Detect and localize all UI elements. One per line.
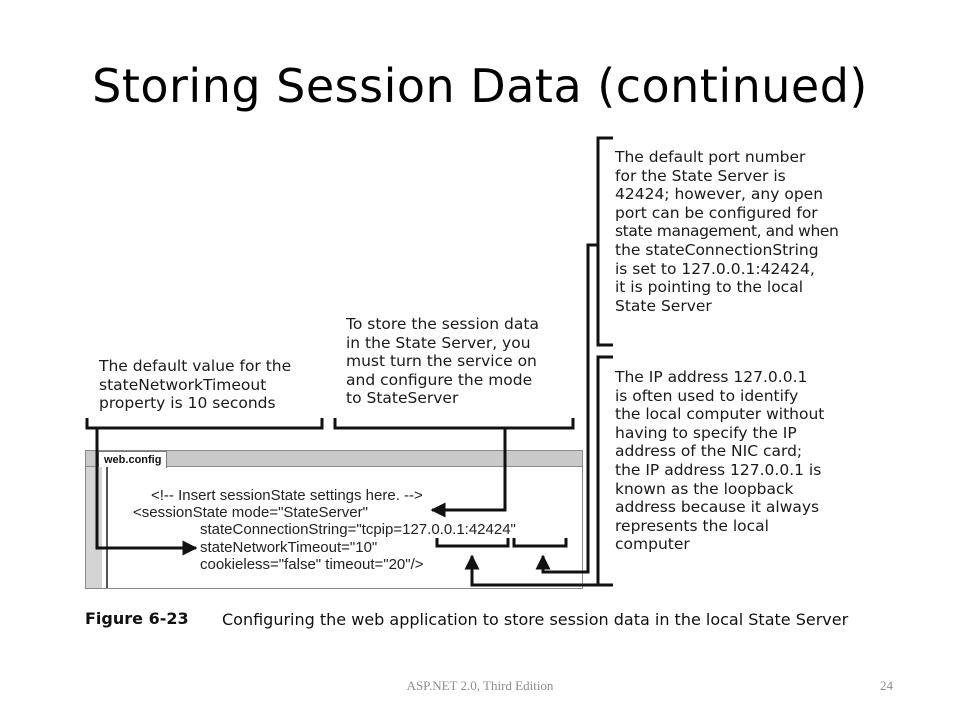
callout-line: in the State Server, you [346, 333, 531, 352]
callout-state-server-mode: To store the session data in the State S… [346, 315, 576, 408]
arrow-timeout [95, 428, 198, 556]
callout-network-timeout: The default value for the stateNetworkTi… [99, 357, 334, 413]
bracket-ip [596, 355, 613, 587]
callout-line: address of the NIC card; [615, 442, 803, 461]
callout-line: port can be configured for [615, 203, 818, 222]
code-editor-window: web.config [85, 450, 583, 589]
slide-footer: ASP.NET 2.0, Third Edition [406, 678, 554, 693]
figure-label: Figure 6-23 [85, 609, 189, 628]
callout-line: having to specify the IP [615, 423, 797, 442]
editor-tab-bar [86, 451, 582, 467]
callout-line: The IP address 127.0.0.1 [615, 368, 808, 386]
callout-line: State Server [615, 296, 712, 315]
callout-line: property is 10 seconds [99, 394, 276, 413]
callout-line: must turn the service on [346, 352, 537, 371]
callout-line: for the State Server is [615, 166, 786, 185]
callout-line: To store the session data [346, 315, 539, 333]
callout-line: the local computer without [615, 405, 825, 424]
callout-line: is often used to identify [615, 386, 799, 405]
callout-line: the stateConnectionString [615, 240, 819, 259]
bracket-port [596, 136, 613, 347]
arrow-port [535, 243, 598, 574]
editor-tab-web-config[interactable]: web.config [98, 451, 168, 468]
figure-caption: Configuring the web application to store… [222, 610, 849, 629]
callout-ip-address: The IP address 127.0.0.1 is often used t… [615, 368, 855, 554]
bracket-timeout [85, 418, 324, 430]
arrow-store [430, 428, 507, 518]
callout-line: address because it always [615, 498, 820, 517]
code-line-cookieless: cookieless="false" timeout="20"/> [200, 556, 424, 573]
code-line-connection-string: stateConnectionString="tcpip=127.0.0.1:4… [200, 521, 516, 538]
bracket-store [333, 418, 575, 430]
callout-line: represents the local [615, 516, 769, 535]
callout-port-number: The default port number for the State Se… [615, 148, 855, 315]
callout-line: stateNetworkTimeout [99, 375, 267, 394]
underline-ip [435, 538, 510, 548]
callout-line: to StateServer [346, 389, 459, 408]
editor-gutter-divider [106, 467, 108, 588]
callout-line: 42424; however, any open [615, 185, 824, 204]
callout-line: The default port number [615, 148, 806, 166]
callout-line: is set to 127.0.0.1:42424, [615, 259, 815, 278]
callout-line: known as the loopback [615, 479, 794, 498]
callout-line: it is pointing to the local [615, 278, 804, 297]
slide-title: Storing Session Data (continued) [92, 59, 868, 113]
callout-line: and configure the mode [346, 370, 533, 389]
callout-line: The default value for the [99, 357, 292, 375]
underline-port [512, 538, 568, 548]
arrow-ip [464, 554, 598, 587]
callout-line: the IP address 127.0.0.1 is [615, 460, 822, 479]
code-line-session-state: <sessionState mode="StateServer" [133, 504, 368, 521]
code-line-network-timeout: stateNetworkTimeout="10" [200, 539, 378, 556]
callout-line: state management, and when [615, 222, 839, 241]
callout-line: computer [615, 535, 690, 554]
code-line-comment: <!-- Insert sessionState settings here. … [151, 487, 423, 504]
slide-number: 24 [880, 678, 893, 693]
